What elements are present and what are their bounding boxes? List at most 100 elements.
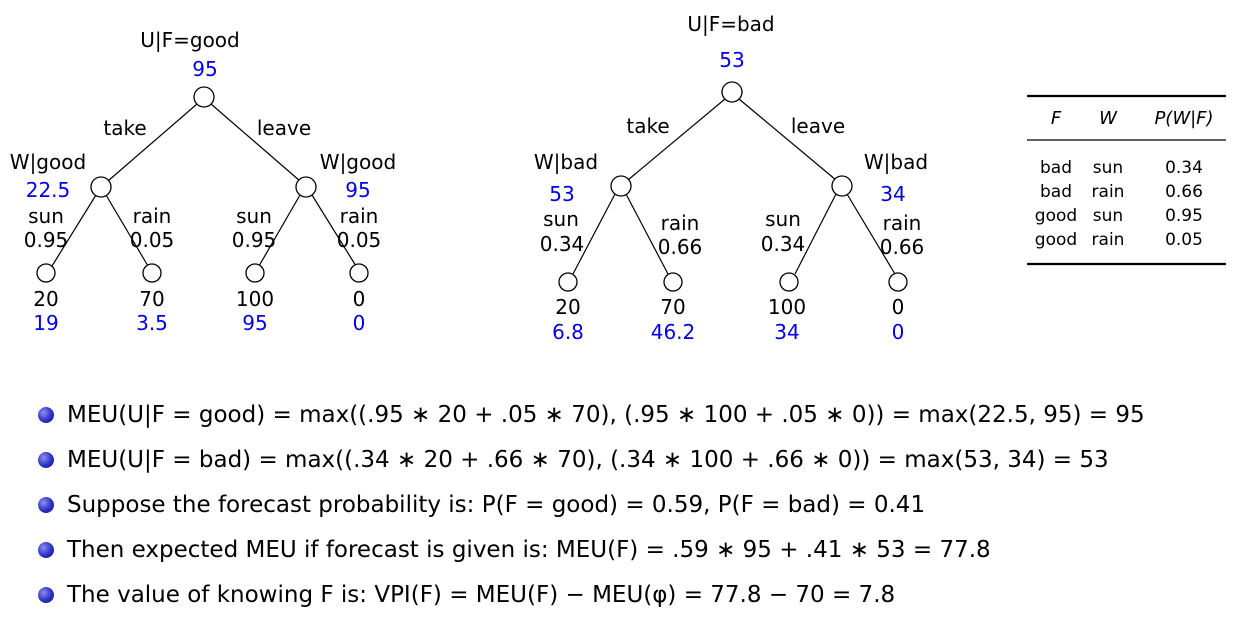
chance-node [831, 175, 853, 197]
table-cell: 0.66 [1165, 182, 1203, 202]
rain-label: rain [661, 211, 700, 235]
leaf-expected: 34 [774, 320, 799, 344]
rain-label: rain [340, 204, 379, 228]
edge-leave [738, 98, 837, 181]
leaf-utility: 100 [236, 287, 274, 311]
chance-node [90, 176, 112, 198]
bullet-text: MEU(U|F = bad) = max((.34 ∗ 20 + .66 ∗ 7… [67, 446, 1109, 473]
bullet-text: The value of knowing F is: VPI(F) = MEU(… [67, 581, 896, 608]
sun-prob: 0.34 [540, 232, 585, 256]
edge-rain [846, 193, 896, 275]
sun-prob: 0.95 [232, 228, 277, 252]
edge-sun [572, 193, 616, 275]
table-cell: rain [1092, 230, 1125, 250]
leaf-node [245, 263, 265, 283]
chance-label: W|good [320, 150, 396, 174]
table-cell: rain [1092, 182, 1125, 202]
leaf-node [142, 263, 162, 283]
bullet-text: MEU(U|F = good) = max((.95 ∗ 20 + .05 ∗ … [67, 401, 1145, 428]
chance-label: W|bad [534, 150, 598, 174]
edge-rain [311, 194, 357, 267]
rain-label: rain [133, 204, 172, 228]
leaf-utility: 70 [660, 295, 685, 319]
leaf-expected: 19 [33, 311, 58, 335]
table-cell: sun [1093, 158, 1123, 178]
bullet-item: Suppose the forecast probability is: P(F… [38, 482, 1228, 527]
bullet-text: Then expected MEU if forecast is given i… [67, 536, 991, 563]
leaf-expected: 6.8 [552, 320, 584, 344]
chance-value: 53 [549, 182, 574, 206]
leaf-utility: 20 [33, 287, 58, 311]
sun-prob: 0.95 [24, 228, 69, 252]
tree-bad: U|F=bad 53 take leave W|bad 53 sun 0.34 … [534, 12, 928, 344]
leaf-utility: 100 [768, 295, 806, 319]
edge-rain [105, 194, 149, 267]
chance-node [610, 175, 632, 197]
chance-value: 34 [880, 182, 905, 206]
edge-label-take: take [103, 116, 146, 140]
root-node [193, 86, 215, 108]
sun-label: sun [765, 207, 801, 231]
bullet-item: MEU(U|F = good) = max((.95 ∗ 20 + .05 ∗ … [38, 392, 1228, 437]
bullet-list: MEU(U|F = good) = max((.95 ∗ 20 + .05 ∗ … [38, 392, 1228, 617]
table-cell: 0.05 [1165, 230, 1203, 250]
probability-table: F W P(W|F) bad sun 0.34 bad rain 0.66 go… [1027, 94, 1226, 266]
leaf-utility: 70 [139, 287, 164, 311]
root-value: 95 [192, 57, 217, 81]
bullet-dot-icon [38, 541, 54, 558]
leaf-expected: 0 [892, 320, 905, 344]
table-cell: good [1035, 206, 1077, 226]
table-cell: good [1035, 230, 1077, 250]
edge-sun [258, 194, 301, 267]
leaf-node [558, 272, 578, 292]
edge-leave [210, 103, 301, 182]
bullet-dot-icon [38, 406, 54, 423]
rain-prob: 0.66 [880, 235, 925, 259]
chance-label: W|bad [864, 150, 928, 174]
leaf-expected: 95 [242, 311, 267, 335]
leaf-utility: 0 [353, 287, 366, 311]
leaf-expected: 0 [353, 311, 366, 335]
tree-good: U|F=good 95 take leave W|good 22.5 sun 0… [10, 28, 396, 335]
leaf-node [663, 272, 683, 292]
root-node [721, 81, 743, 103]
table-cell: bad [1040, 158, 1072, 178]
rain-prob: 0.66 [658, 235, 703, 259]
chance-node [295, 176, 317, 198]
sun-label: sun [543, 207, 579, 231]
table-header: P(W|F) [1154, 108, 1213, 129]
root-label: U|F=good [140, 28, 240, 52]
decision-trees-diagram: U|F=good 95 take leave W|good 22.5 sun 0… [10, 12, 1226, 344]
edge-sun [51, 194, 97, 267]
table-header: W [1099, 108, 1118, 129]
edge-label-leave: leave [791, 114, 845, 138]
table-cell: 0.34 [1165, 158, 1203, 178]
leaf-node [36, 263, 56, 283]
leaf-node [779, 272, 799, 292]
table-cell: bad [1040, 182, 1072, 202]
sun-prob: 0.34 [761, 232, 806, 256]
table-cell: sun [1093, 206, 1123, 226]
edge-label-leave: leave [257, 116, 311, 140]
bullet-dot-icon [38, 496, 54, 513]
rain-prob: 0.05 [130, 228, 175, 252]
leaf-utility: 20 [555, 295, 580, 319]
sun-label: sun [28, 204, 64, 228]
sun-label: sun [236, 204, 272, 228]
bullet-item: Then expected MEU if forecast is given i… [38, 527, 1228, 572]
root-value: 53 [719, 48, 744, 72]
leaf-node [349, 263, 369, 283]
edge-label-take: take [626, 114, 669, 138]
chance-label: W|good [10, 150, 86, 174]
bullet-item: MEU(U|F = bad) = max((.34 ∗ 20 + .66 ∗ 7… [38, 437, 1228, 482]
bullet-dot-icon [38, 586, 54, 603]
edge-sun [794, 193, 837, 275]
leaf-expected: 3.5 [136, 311, 168, 335]
rain-prob: 0.05 [337, 228, 382, 252]
edge-rain [625, 193, 669, 275]
table-header: F [1051, 108, 1062, 129]
rain-label: rain [883, 211, 922, 235]
edge-take [107, 103, 198, 182]
chance-value: 95 [345, 178, 370, 202]
bullet-item: The value of knowing F is: VPI(F) = MEU(… [38, 572, 1228, 617]
